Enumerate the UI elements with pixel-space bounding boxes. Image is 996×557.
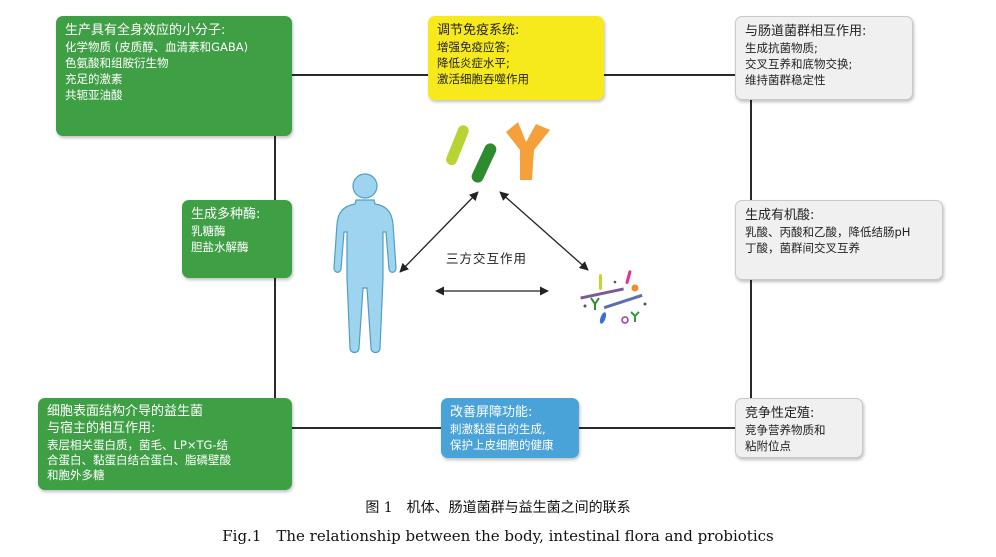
box-line: 和胞外多糖 [47, 467, 105, 482]
immune-cell-dark-icon [471, 143, 497, 183]
box-title: 生成多种酶: [191, 207, 261, 222]
box-title: 竞争性定殖: [745, 406, 815, 421]
center-label-three-way-interaction: 三方交互作用 [446, 251, 528, 266]
figure-caption-cn: 图 1 机体、肠道菌群与益生菌之间的联系 [365, 500, 631, 516]
box-line: 充足的激素 [65, 71, 123, 86]
immune-cell-light-icon [446, 125, 469, 166]
box-line: 竞争营养物质和 [745, 422, 826, 437]
box-enzymes: 生成多种酶: 乳糖酶 胆盐水解酶 [182, 200, 292, 278]
box-surface-structures: 细胞表面结构介导的益生菌 与宿主的相互作用: 表层相关蛋白质，菌毛、LP×TG-… [38, 398, 292, 490]
box-line: 保护上皮细胞的健康 [450, 437, 554, 452]
box-line: 化学物质 (皮质醇、血清素和GABA) [65, 39, 249, 54]
box-line: 降低炎症水平; [437, 55, 510, 70]
immune-antibody-icon [446, 122, 550, 183]
box-line: 乳糖酶 [191, 223, 226, 238]
box-barrier-function: 改善屏障功能: 刺激黏蛋白的生成, 保护上皮细胞的健康 [441, 398, 579, 458]
box-title: 生产具有全身效应的小分子: [65, 23, 226, 38]
figure-caption-en: Fig.1 The relationship between the body,… [222, 527, 774, 545]
box-line: 共轭亚油酸 [65, 87, 123, 102]
box-line: 交叉互养和底物交换; [745, 56, 853, 71]
box-competitive-colonization: 竞争性定殖: 竞争营养物质和 粘附位点 [735, 398, 863, 458]
box-line: 合蛋白、黏蛋白结合蛋白、脂磷壁酸 [47, 452, 231, 467]
box-title: 调节免疫系统: [437, 23, 520, 38]
arrow-human-immune [399, 191, 479, 273]
antibody-y-icon [506, 122, 550, 180]
box-line: 激活细胞吞噬作用 [437, 71, 529, 86]
box-line: 维持菌群稳定性 [745, 72, 826, 87]
bacteria-cluster-icon [580, 270, 647, 324]
box-line: 色氨酸和组胺衍生物 [65, 55, 169, 70]
box-title: 改善屏障功能: [450, 405, 533, 420]
box-flora-interaction: 与肠道菌群相互作用: 生成抗菌物质; 交叉互养和底物交换; 维持菌群稳定性 [735, 16, 913, 100]
box-line: 刺激黏蛋白的生成, [450, 421, 546, 436]
box-organic-acids: 生成有机酸: 乳酸、丙酸和乙酸，降低结肠pH 丁酸，菌群间交叉互养 [735, 200, 943, 280]
box-title: 生成有机酸: [745, 208, 815, 223]
box-line: 生成抗菌物质; [745, 40, 818, 55]
box-line: 增强免疫应答; [437, 39, 510, 54]
box-title: 与肠道菌群相互作用: [745, 24, 867, 39]
box-line: 乳酸、丙酸和乙酸，降低结肠pH [745, 224, 911, 239]
box-line: 胆盐水解酶 [191, 239, 249, 254]
box-line: 粘附位点 [745, 438, 791, 453]
arrow-immune-bacteria [499, 191, 589, 271]
box-small-molecules: 生产具有全身效应的小分子: 化学物质 (皮质醇、血清素和GABA) 色氨酸和组胺… [56, 16, 292, 136]
box-line: 丁酸，菌群间交叉互养 [745, 240, 860, 255]
human-figure-icon [333, 173, 397, 354]
box-line: 与宿主的相互作用: [47, 420, 156, 436]
box-line: 表层相关蛋白质，菌毛、LP×TG-结 [47, 437, 229, 452]
box-title: 细胞表面结构介导的益生菌 [47, 404, 204, 419]
box-immune-regulation: 调节免疫系统: 增强免疫应答; 降低炎症水平; 激活细胞吞噬作用 [428, 16, 604, 100]
